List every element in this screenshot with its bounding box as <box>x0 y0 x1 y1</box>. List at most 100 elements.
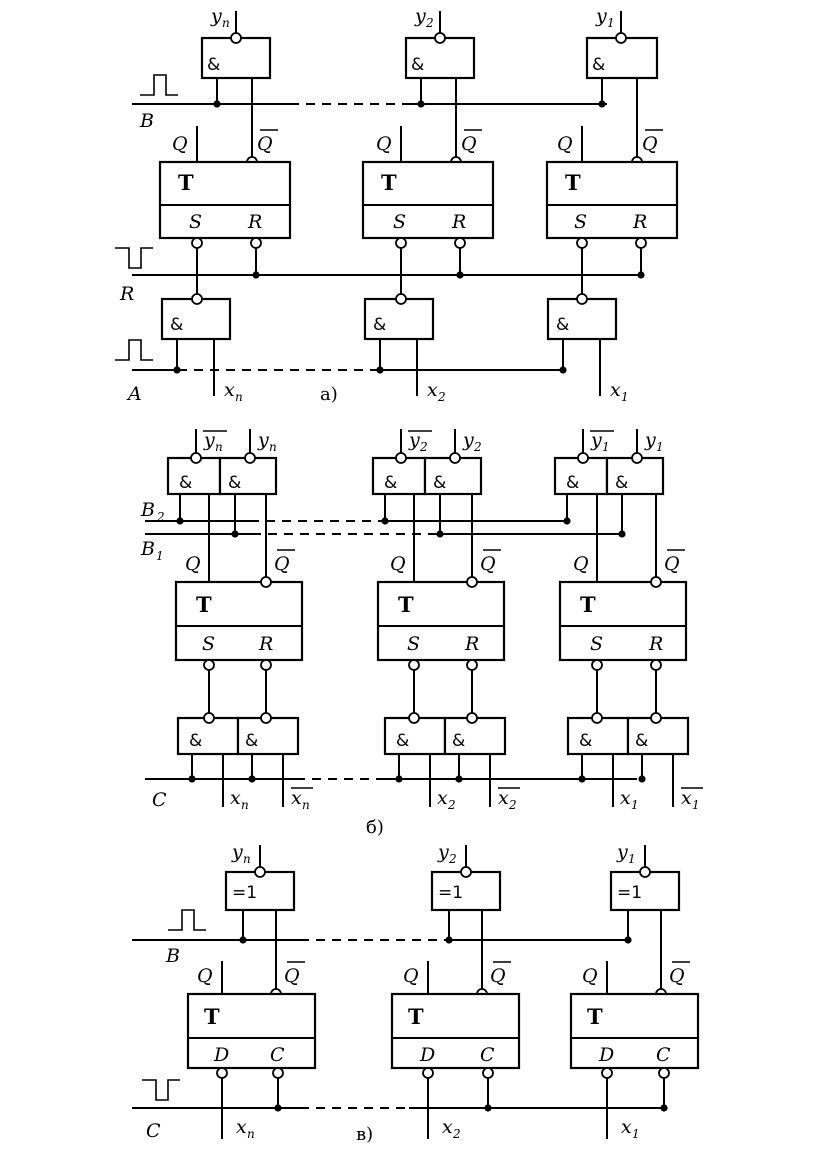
d-trigger <box>569 992 700 1070</box>
and-gate-symbol: & <box>373 315 386 335</box>
junction-dot <box>417 100 425 108</box>
output-y-label: y <box>257 429 269 451</box>
and-gate-symbol: & <box>566 473 579 493</box>
label-subscript: n <box>243 852 251 866</box>
q-output-label: Q <box>403 965 419 987</box>
output-bubble <box>460 866 472 878</box>
label-subscript: 2 <box>156 510 165 524</box>
output-y-subscript: 2 <box>425 16 434 30</box>
and-gate-output <box>404 36 476 80</box>
pulse-symbol <box>115 247 153 269</box>
label-subscript: n <box>269 440 277 454</box>
inversion-bubble <box>203 712 215 724</box>
and-gate-symbol: & <box>556 315 569 335</box>
inversion-bubble <box>216 1067 228 1079</box>
s-input-label: S <box>407 633 420 655</box>
output-bubble <box>230 32 242 44</box>
label-subscript: 1 <box>656 440 664 454</box>
input-x-label: x <box>620 787 631 809</box>
xor-gate <box>430 870 502 912</box>
r-input-label: R <box>451 211 466 233</box>
inversion-bubble <box>577 452 589 464</box>
inversion-bubble <box>408 712 420 724</box>
output-y-label: y <box>644 429 656 451</box>
trigger-type-label: T <box>196 592 212 617</box>
panel-caption: б) <box>366 817 384 838</box>
junction-dot <box>248 775 256 783</box>
q-output-label: Q <box>390 553 406 575</box>
q-output-label: Q <box>557 133 573 155</box>
trigger-type-label: T <box>580 592 596 617</box>
panel-caption: а) <box>320 384 338 405</box>
qbar-output-label: Q <box>461 133 477 155</box>
and-gate-output <box>200 36 272 80</box>
label-subscript: 2 <box>473 440 482 454</box>
and-gate-symbol: & <box>433 473 446 493</box>
gate-output-bubble <box>191 293 203 305</box>
label-subscript: n <box>247 1127 255 1141</box>
label-subscript: 2 <box>448 852 457 866</box>
junction-dot <box>598 100 606 108</box>
output-bubble <box>434 32 446 44</box>
s-input-label: S <box>393 211 406 233</box>
and-gate-symbol: & <box>452 731 465 751</box>
junction-dot <box>484 1104 492 1112</box>
output-y-label: y <box>616 841 628 863</box>
label-subscript: 2 <box>508 798 517 812</box>
xor-gate-symbol: =1 <box>232 883 257 903</box>
label-subscript: 1 <box>602 440 610 454</box>
r-input-label: R <box>648 633 663 655</box>
rs-trigger <box>376 580 506 662</box>
and-gate-input <box>546 297 618 341</box>
qbar-output-label: Q <box>642 133 658 155</box>
qbar-output-label: Q <box>274 553 290 575</box>
pulse-symbol <box>115 339 153 361</box>
inversion-bubble <box>244 452 256 464</box>
inversion-bubble <box>422 1067 434 1079</box>
pulse-symbol <box>168 909 206 931</box>
junction-dot <box>274 1104 282 1112</box>
output-y-subscript: 1 <box>607 16 615 30</box>
pulse-symbol <box>140 74 178 96</box>
inversion-bubble <box>576 237 588 249</box>
inversion-bubble <box>395 452 407 464</box>
xor-gate-symbol: =1 <box>438 883 463 903</box>
label-subscript: 1 <box>632 1127 640 1141</box>
input-xbar-label: x <box>291 787 302 809</box>
inversion-bubble <box>250 237 262 249</box>
trigger-type-label: T <box>408 1004 424 1029</box>
junction-dot <box>624 936 632 944</box>
s-input-label: S <box>189 211 202 233</box>
junction-dot <box>239 936 247 944</box>
trigger-type-label: T <box>381 170 397 195</box>
junction-dot <box>376 366 384 374</box>
rs-trigger <box>158 160 292 240</box>
input-x-label: x <box>236 1116 247 1138</box>
junction-dot <box>618 530 626 538</box>
output-ybar-label: y <box>203 429 215 451</box>
input-x-subscript: 2 <box>437 390 446 404</box>
inversion-bubble <box>466 712 478 724</box>
and-gate-symbol: & <box>635 731 648 751</box>
q-output-label: Q <box>376 133 392 155</box>
bus-r-label: R <box>119 283 134 305</box>
bus-a-label: A <box>126 383 142 405</box>
q-output-label: Q <box>185 553 201 575</box>
rs-trigger <box>545 160 679 240</box>
bus-c-label: C <box>152 789 167 811</box>
and-gate-ybar <box>553 456 609 496</box>
label-subscript: 1 <box>631 798 639 812</box>
label-subscript: 2 <box>447 798 456 812</box>
inversion-bubble <box>601 1067 613 1079</box>
qbar-bubble <box>466 576 478 588</box>
s-input-label: S <box>590 633 603 655</box>
qbar-bubble <box>650 576 662 588</box>
and-gate-symbol: & <box>384 473 397 493</box>
q-output-label: Q <box>573 553 589 575</box>
inversion-bubble <box>454 237 466 249</box>
rs-trigger <box>558 580 688 662</box>
trigger-type-label: T <box>587 1004 603 1029</box>
input-x-subscript: n <box>235 390 243 404</box>
bus-b2-label: B <box>140 499 155 521</box>
junction-dot <box>455 775 463 783</box>
